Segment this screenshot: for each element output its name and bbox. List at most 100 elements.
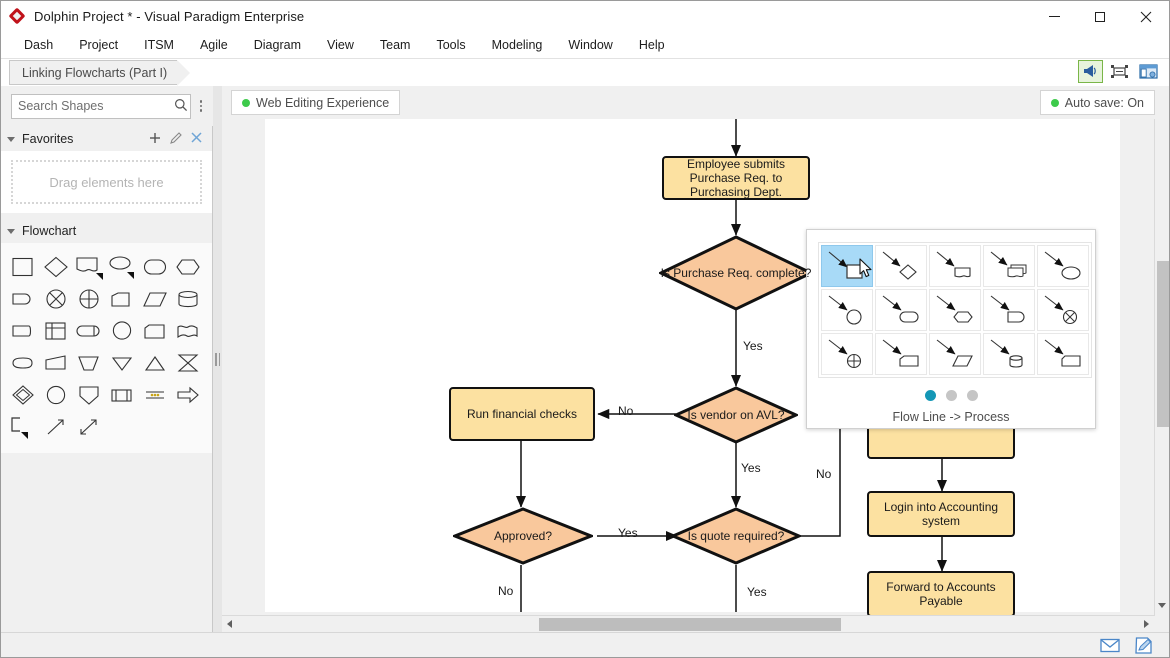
node-forward-to-accounts-payable[interactable]: Forward to Accounts Payable (867, 571, 1015, 617)
shape-terminator[interactable] (139, 251, 171, 283)
popup-cell-flowline-to-circle[interactable] (821, 289, 873, 331)
menu-dash[interactable]: Dash (24, 38, 54, 52)
node-is-quote-required[interactable]: Is quote required? (671, 507, 801, 565)
shape-flow-line[interactable] (40, 411, 72, 443)
popup-cell-flowline-to-multidocument[interactable] (983, 245, 1035, 287)
favorites-section-header[interactable]: Favorites (1, 127, 212, 151)
shape-merge[interactable] (106, 347, 138, 379)
shape-bracket[interactable] (7, 411, 39, 443)
node-is-vendor-on-avl[interactable]: Is vendor on AVL? (674, 386, 798, 444)
popup-cell-flowline-to-decision[interactable] (875, 245, 927, 287)
shape-preparation[interactable] (172, 251, 204, 283)
fit-to-screen-icon[interactable] (1107, 60, 1132, 83)
shape-delay[interactable] (7, 283, 39, 315)
edit-pencil-icon[interactable] (170, 131, 182, 147)
shape-internal-storage[interactable] (7, 315, 39, 347)
shape-stored-data[interactable] (106, 251, 138, 283)
node-run-financial-checks[interactable]: Run financial checks (449, 387, 595, 441)
node-login-into-accounting-system[interactable]: Login into Accounting system (867, 491, 1015, 537)
shape-association[interactable] (73, 411, 105, 443)
shape-predefined-process[interactable] (40, 315, 72, 347)
menu-window[interactable]: Window (568, 38, 613, 52)
horizontal-scroll-thumb[interactable] (539, 618, 841, 631)
maximize-button[interactable] (1077, 1, 1123, 32)
minimize-button[interactable] (1031, 1, 1077, 32)
megaphone-icon[interactable] (1078, 60, 1103, 83)
shape-document[interactable] (73, 251, 105, 283)
page-dot-1[interactable] (924, 390, 936, 401)
popup-cell-flowline-to-process[interactable] (821, 245, 873, 287)
shape-suggestion-popup[interactable]: Flow Line -> Process (806, 229, 1096, 429)
close-icon[interactable] (191, 132, 202, 146)
popup-cell-flowline-to-card[interactable] (1037, 333, 1089, 375)
popup-cell-flowline-to-document[interactable] (929, 245, 981, 287)
popup-cell-flowline-to-parallelogram[interactable] (929, 333, 981, 375)
menu-modeling[interactable]: Modeling (491, 38, 543, 52)
popup-cell-flowline-to-or[interactable] (821, 333, 873, 375)
vertical-scrollbar[interactable] (1154, 119, 1169, 616)
popup-cell-flowline-to-preparation[interactable] (929, 289, 981, 331)
close-button[interactable] (1123, 1, 1169, 32)
shape-connector[interactable] (106, 315, 138, 347)
shape-process[interactable] (7, 251, 39, 283)
favorites-dropzone[interactable]: Drag elements here (11, 160, 202, 204)
popup-cell-flowline-to-manual-operation[interactable] (875, 333, 927, 375)
node-is-purchase-req-complete[interactable]: Is Purchase Req. complete? (659, 235, 813, 311)
diagram-page[interactable]: Employee submits Purchase Req. to Purcha… (265, 119, 1120, 617)
shape-summing-junction[interactable] (40, 283, 72, 315)
notes-edit-icon[interactable] (1131, 635, 1157, 656)
flowchart-section-header[interactable]: Flowchart (1, 219, 212, 243)
node-employee-submits[interactable]: Employee submits Purchase Req. to Purcha… (662, 156, 810, 200)
shape-display[interactable] (7, 347, 39, 379)
node-approved[interactable]: Approved? (453, 507, 593, 565)
shape-decision[interactable] (40, 251, 72, 283)
popup-cell-flowline-to-ellipse[interactable] (1037, 245, 1089, 287)
menu-view[interactable]: View (327, 38, 354, 52)
menu-diagram[interactable]: Diagram (253, 38, 301, 52)
menu-agile[interactable]: Agile (199, 38, 228, 52)
web-editing-experience-chip[interactable]: Web Editing Experience (231, 90, 401, 115)
shape-direct-access-storage[interactable] (172, 283, 204, 315)
scroll-down-arrow-icon[interactable] (1158, 603, 1166, 608)
popup-cell-flowline-to-direct-access-storage[interactable] (983, 333, 1035, 375)
shape-multi-document[interactable] (7, 379, 39, 411)
scroll-right-arrow-icon[interactable] (1144, 620, 1149, 628)
canvas-viewport[interactable]: Employee submits Purchase Req. to Purcha… (222, 119, 1169, 632)
vertical-scroll-thumb[interactable] (1157, 261, 1169, 427)
page-dot-3[interactable] (966, 390, 978, 401)
auto-save-chip[interactable]: Auto save: On (1039, 90, 1155, 115)
popup-cell-flowline-to-terminator[interactable] (875, 289, 927, 331)
search-input[interactable] (18, 99, 174, 113)
mail-icon[interactable] (1097, 635, 1123, 656)
shape-collate[interactable] (139, 347, 171, 379)
menu-project[interactable]: Project (79, 38, 119, 52)
shape-arrow[interactable] (172, 379, 204, 411)
shape-data[interactable] (139, 283, 171, 315)
popup-cell-flowline-to-summing-junction[interactable] (1037, 289, 1089, 331)
shape-stored-data-2[interactable] (73, 379, 105, 411)
menu-help[interactable]: Help (638, 38, 665, 52)
kebab-menu-icon[interactable] (194, 100, 208, 112)
horizontal-scrollbar[interactable] (222, 615, 1154, 632)
shape-card[interactable] (139, 315, 171, 347)
scroll-left-arrow-icon[interactable] (227, 620, 232, 628)
page-dot-2[interactable] (945, 390, 957, 401)
shape-magnetic-tape[interactable] (73, 315, 105, 347)
add-icon[interactable] (149, 132, 161, 147)
shape-sort[interactable] (172, 347, 204, 379)
shape-paper-tape[interactable] (172, 315, 204, 347)
shape-annotation[interactable] (139, 379, 171, 411)
menu-itsm[interactable]: ITSM (144, 38, 174, 52)
shape-off-page-connector[interactable] (40, 379, 72, 411)
shape-extract[interactable] (73, 347, 105, 379)
shape-manual-input[interactable] (40, 347, 72, 379)
shape-manual-operation[interactable] (106, 283, 138, 315)
menu-team[interactable]: Team (379, 38, 411, 52)
popup-cell-flowline-to-data[interactable] (983, 289, 1035, 331)
panel-layout-icon[interactable] (1136, 60, 1161, 83)
search-icon[interactable] (174, 98, 188, 115)
shape-loop-limit[interactable] (106, 379, 138, 411)
tab-linking-flowcharts[interactable]: Linking Flowcharts (Part I) (9, 60, 191, 86)
panel-splitter[interactable] (213, 86, 222, 632)
shape-or[interactable] (73, 283, 105, 315)
